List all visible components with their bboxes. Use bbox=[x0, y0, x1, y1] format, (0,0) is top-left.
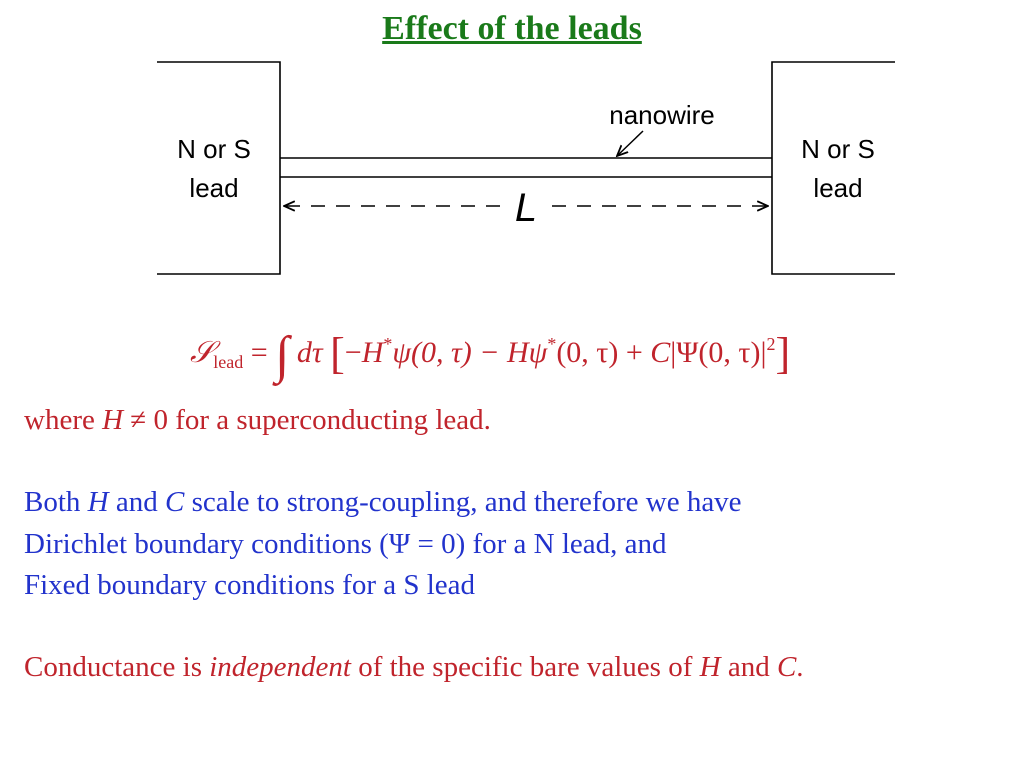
left-lead-label-line2: lead bbox=[189, 173, 238, 203]
dirichlet-line: Dirichlet boundary conditions (Ψ = 0) fo… bbox=[24, 528, 667, 560]
lead-nanowire-diagram: N or S lead N or S lead nanowire L bbox=[157, 61, 895, 275]
superconducting-lead-note: where H ≠ 0 for a superconducting lead. bbox=[24, 404, 491, 436]
nanowire-pointer-arrow bbox=[617, 130, 644, 156]
action-symbol: 𝒮lead bbox=[190, 336, 244, 372]
right-lead-label-line2: lead bbox=[813, 173, 862, 203]
integral-sign: ∫ bbox=[275, 327, 290, 384]
conductance-line: Conductance is independent of the specif… bbox=[24, 651, 804, 683]
lead-action-formula: 𝒮lead = ∫ dτ [−H*ψ(0, τ) − Hψ*(0, τ) + C… bbox=[190, 327, 791, 384]
left-lead-box bbox=[157, 61, 281, 275]
right-lead-box bbox=[771, 61, 895, 275]
page-title: Effect of the leads bbox=[382, 10, 642, 47]
length-label: L bbox=[515, 186, 537, 230]
strong-coupling-line: Both H and C scale to strong-coupling, a… bbox=[24, 486, 742, 518]
nanowire-label: nanowire bbox=[609, 100, 715, 130]
right-lead-label-line1: N or S bbox=[801, 134, 875, 164]
left-lead-label-line1: N or S bbox=[177, 134, 251, 164]
fixed-boundary-line: Fixed boundary conditions for a S lead bbox=[24, 569, 476, 601]
